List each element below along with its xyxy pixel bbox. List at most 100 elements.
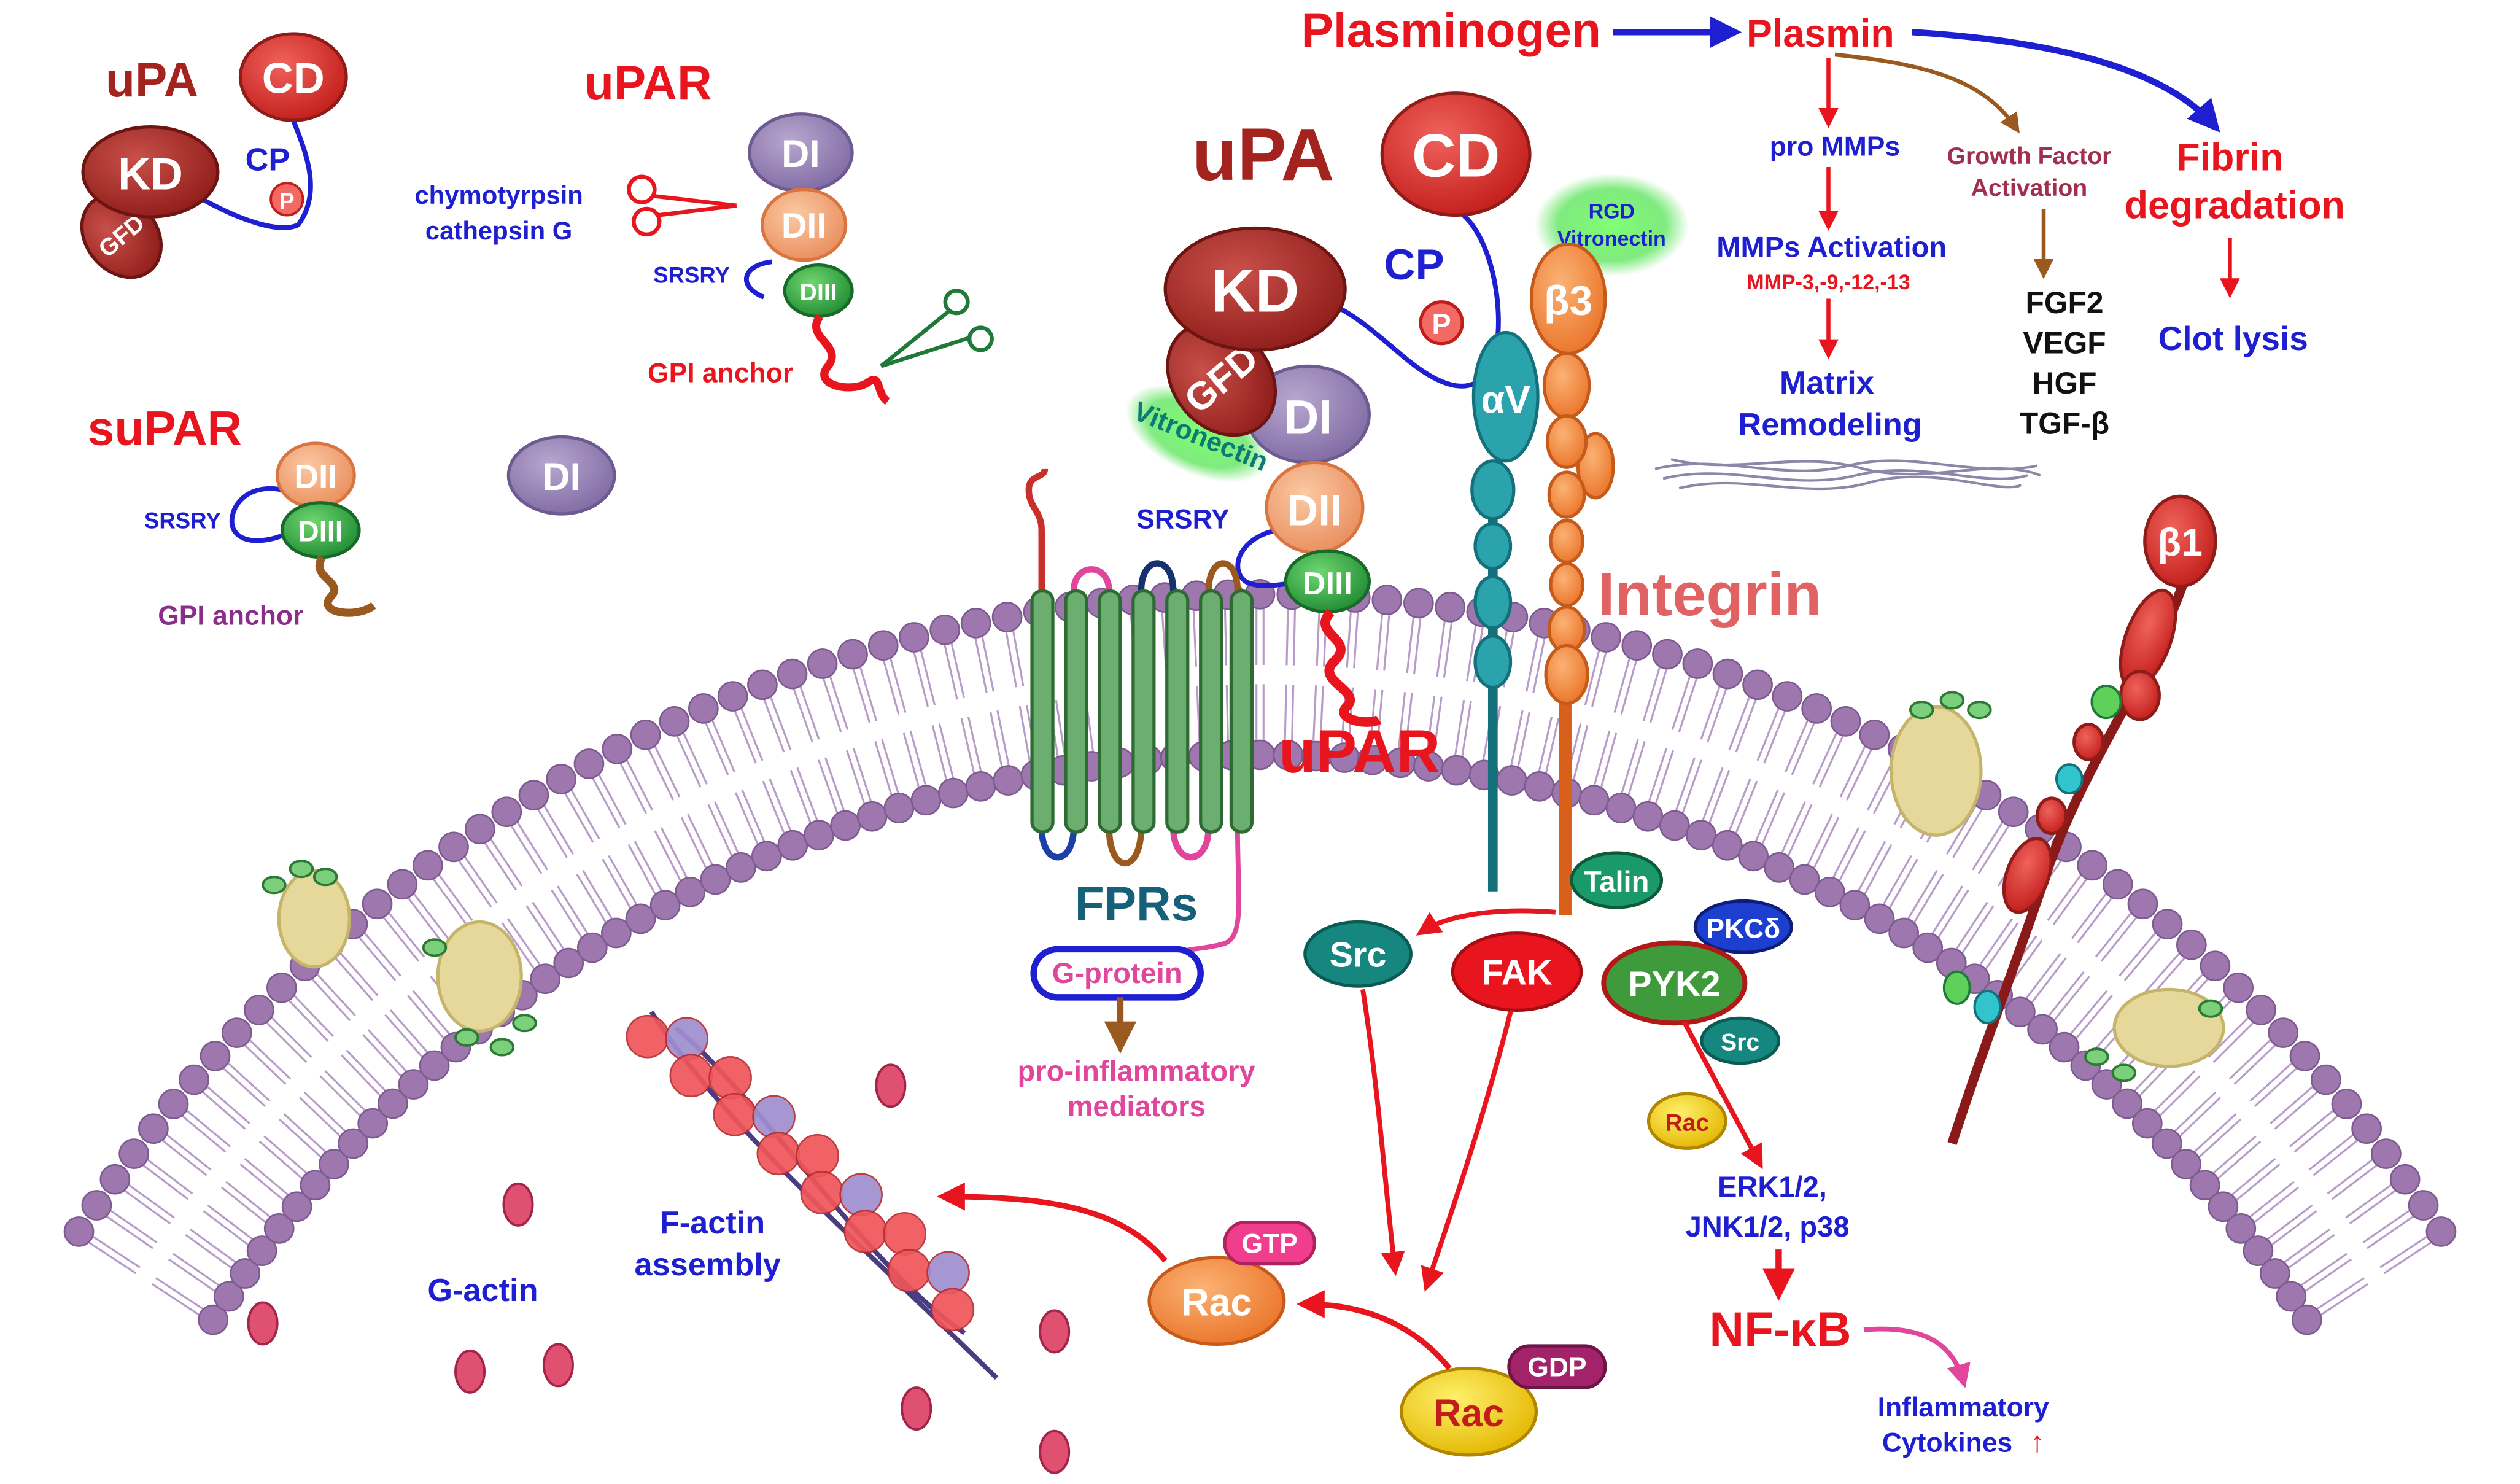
actin-subunit — [708, 1055, 752, 1100]
lipid-tail — [714, 801, 740, 855]
lipid-tail — [1532, 636, 1546, 694]
supar-title: suPAR — [88, 402, 242, 456]
lipid-head — [2259, 1258, 2290, 1289]
lipid-tail — [1888, 858, 1918, 910]
lipid-tail — [2233, 1043, 2278, 1085]
lipid-tail — [2052, 877, 2088, 925]
lipid-head — [929, 614, 960, 645]
lipid-head — [2171, 1149, 2201, 1179]
lipid-tail — [104, 1214, 153, 1249]
fprs-label: FPRs — [1075, 877, 1198, 931]
upa-title-small: uPA — [106, 53, 198, 107]
lipid-head — [1712, 829, 1743, 861]
lipid-tail — [155, 1277, 205, 1311]
lipid-tail — [741, 789, 766, 844]
alphav-label: αV — [1481, 378, 1530, 421]
lipid-tail — [608, 855, 638, 907]
factin-line-1: F-actin — [660, 1205, 765, 1241]
lipid-tail — [654, 830, 683, 883]
lipid-tail — [298, 1097, 343, 1138]
lipid-tail — [824, 757, 846, 813]
lipid-tail — [406, 995, 446, 1041]
lipid-head — [464, 814, 495, 845]
lipid-tail — [1584, 648, 1601, 705]
clot-lysis-label: Clot lysis — [2158, 319, 2308, 357]
lipid-head — [1496, 765, 1527, 796]
lipid-tail — [1806, 814, 1833, 867]
up-arrow-icon: ↑ — [2030, 1426, 2045, 1458]
lipid-head — [1632, 801, 1664, 832]
lipid-tail — [2349, 1189, 2398, 1225]
lipid-tail — [2293, 1114, 2340, 1153]
lipid-tail — [1055, 699, 1066, 758]
lipid-head — [1682, 648, 1713, 679]
cp-center-label: CP — [1384, 240, 1444, 289]
lipid-tail — [1791, 721, 1816, 775]
lipid-tail — [247, 1038, 292, 1080]
lipid-head — [281, 1191, 312, 1222]
nfkb-label: NF-κB — [1709, 1302, 1851, 1356]
lipid-head — [910, 785, 942, 816]
lipid-head — [830, 810, 861, 841]
upa-structure-small: CD GFD KD P CP uPA — [80, 32, 348, 279]
lipid-tail — [707, 804, 734, 858]
lipid-head — [2077, 850, 2108, 881]
lipid-tail — [1404, 693, 1413, 751]
lipid-head — [2243, 1235, 2274, 1266]
erk-line-1: ERK1/2, — [1718, 1170, 1827, 1203]
lipid-tail — [269, 1016, 312, 1059]
lipid-tail — [2047, 873, 2083, 921]
plasmin-cascade: Plasminogen Plasmin pro MMPs MMPs Activa… — [1301, 3, 2345, 491]
lipid-tail — [1763, 709, 1787, 764]
lipid-tail — [501, 922, 536, 971]
lipid-tail — [1863, 844, 1893, 896]
lipid-head — [1524, 771, 1555, 802]
lipid-tail — [185, 1233, 233, 1270]
lipid-tail — [881, 739, 900, 795]
lipid-tail — [222, 1066, 266, 1107]
lipid-tail — [357, 935, 397, 981]
lipid-tail — [258, 1140, 304, 1181]
actin-subunit — [796, 1134, 839, 1178]
lipid-tail — [122, 1189, 171, 1225]
lipid-head — [518, 780, 549, 810]
actin-subunit — [626, 1014, 670, 1059]
lipid-tail — [1620, 739, 1639, 795]
lipid-head — [2176, 929, 2207, 960]
lipid-tail — [483, 841, 517, 891]
lipid-tail — [1460, 701, 1472, 759]
lipid-tail — [625, 758, 654, 811]
lipid-tail — [1285, 607, 1289, 666]
lipid-tail — [2315, 1277, 2365, 1311]
lipid-tail — [412, 990, 451, 1036]
lipid-head — [1772, 681, 1803, 712]
di-label: DI — [781, 133, 820, 176]
lipid-tail — [769, 778, 793, 833]
lipid-tail — [1960, 905, 1995, 955]
lipid-head — [1839, 890, 1871, 920]
actin-subunit — [839, 1173, 883, 1217]
upa-title-center: uPA — [1192, 114, 1335, 196]
lipid-tail — [591, 776, 621, 828]
lipid-tail — [1397, 692, 1406, 750]
beta3-label: β3 — [1544, 278, 1592, 324]
lipid-tail — [1906, 870, 1938, 921]
lipid-tail — [1912, 873, 1944, 925]
lipid-head — [1830, 705, 1861, 737]
lipid-head — [717, 681, 748, 712]
lipid-tail — [704, 721, 729, 775]
erk-line-2: JNK1/2, p38 — [1686, 1210, 1850, 1243]
lipid-tail — [1785, 718, 1810, 773]
lipid-tail — [1846, 747, 1873, 801]
lipid-tail — [2071, 892, 2108, 939]
factin-line-2: assembly — [634, 1247, 780, 1283]
lipid-tail — [822, 677, 842, 732]
lipid-head — [266, 972, 297, 1003]
lipid-head — [81, 1190, 112, 1221]
protease-line-2: cathepsin G — [425, 216, 573, 245]
lipid-tail — [2141, 951, 2181, 996]
proinflam-line-1: pro-inflammatory — [1018, 1054, 1255, 1087]
rac-gdp-label: Rac — [1433, 1392, 1504, 1435]
lipid-head — [438, 831, 469, 863]
lipid-tail — [109, 1208, 158, 1243]
